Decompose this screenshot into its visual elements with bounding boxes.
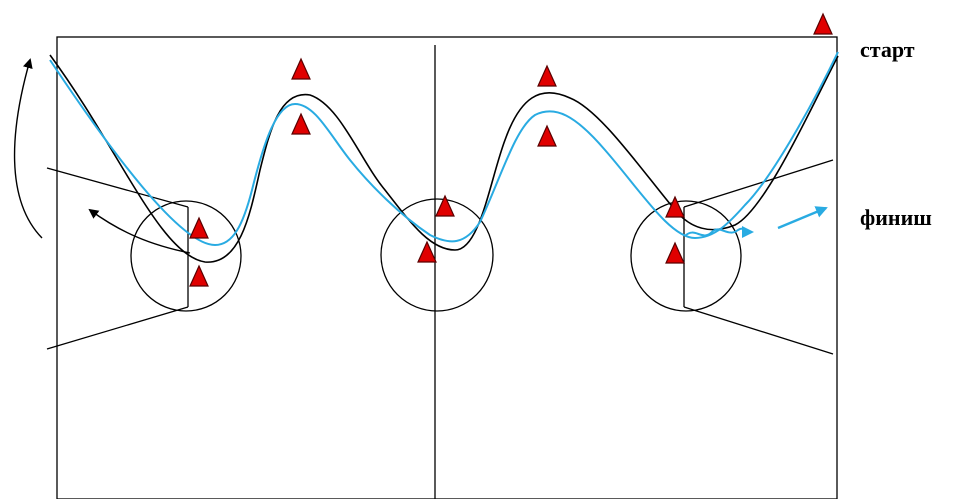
cone-icon — [665, 241, 685, 264]
cone-icon — [291, 112, 311, 135]
cones — [189, 12, 833, 287]
blue-exit-wave — [684, 225, 754, 238]
court-boundary — [56, 36, 838, 499]
center-circle — [380, 198, 494, 312]
cone-icon — [417, 240, 437, 263]
finish-label: финиш — [860, 205, 932, 230]
cone-icon — [665, 195, 685, 218]
start-label: старт — [860, 37, 915, 62]
cone-icon — [813, 12, 833, 35]
path-black — [49, 54, 839, 263]
finish-arrow — [777, 206, 828, 230]
return-arrow — [13, 58, 43, 239]
cone-icon — [291, 57, 311, 80]
cone-icon — [537, 124, 557, 147]
left-key — [46, 167, 242, 350]
pass-arrow — [88, 208, 191, 254]
right-key — [630, 159, 834, 355]
cone-icon — [189, 216, 209, 239]
cone-icon — [537, 64, 557, 87]
cone-icon — [189, 264, 209, 287]
cone-icon — [435, 194, 455, 217]
